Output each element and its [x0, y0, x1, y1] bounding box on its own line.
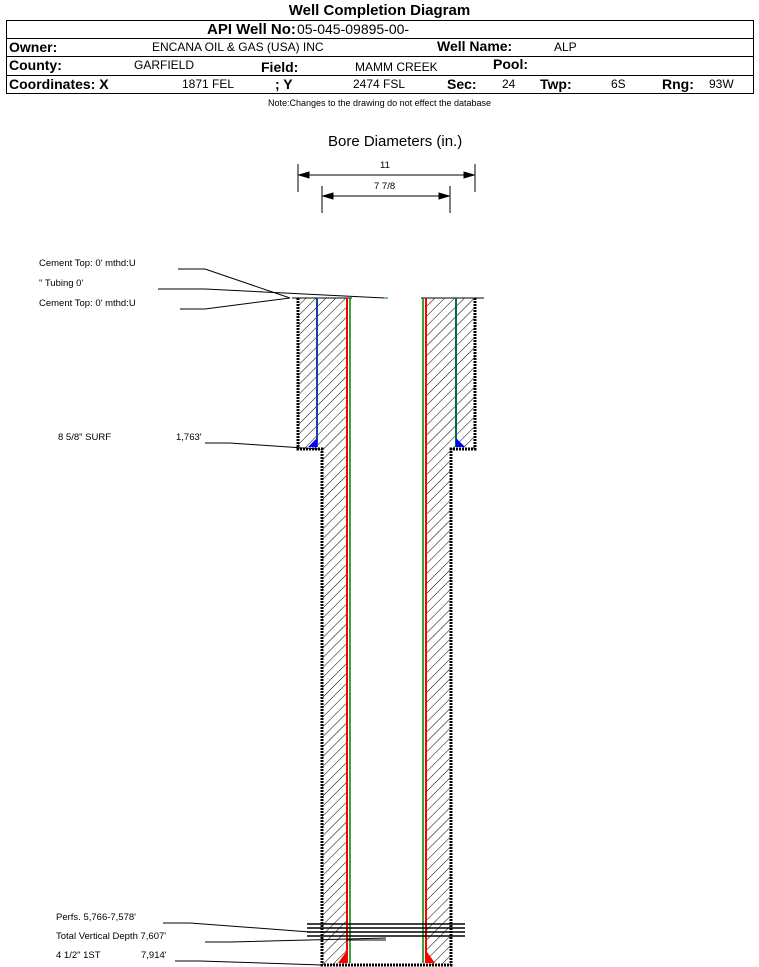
- prod-shoe-left: [338, 952, 346, 963]
- pool-label: Pool:: [493, 56, 528, 72]
- wellname-label: Well Name:: [437, 38, 513, 54]
- rng-value: 93W: [709, 77, 734, 91]
- coordy-label: ; Y: [275, 76, 293, 92]
- well-header-table: API Well No: 05-045-09895-00- Owner: ENC…: [6, 20, 754, 94]
- twp-value: 6S: [611, 77, 626, 91]
- county-label: County:: [9, 57, 62, 73]
- cement-top-label-2: Cement Top: 0' mthd:U: [39, 298, 136, 309]
- perfs-label: Perfs. 5,766-7,578': [56, 912, 136, 923]
- api-value: 05-045-09895-00-: [297, 21, 410, 37]
- sec-label: Sec:: [447, 76, 477, 92]
- rng-label: Rng:: [662, 76, 694, 92]
- tvd-label: Total Vertical Depth 7,607': [56, 931, 167, 942]
- coordx-label: Coordinates: X: [9, 76, 109, 92]
- county-value: GARFIELD: [134, 58, 195, 72]
- note-text: Note:Changes to the drawing do not effec…: [268, 98, 491, 108]
- field-value: MAMM CREEK: [355, 60, 438, 74]
- owner-value: ENCANA OIL & GAS (USA) INC: [152, 40, 324, 54]
- coordx-value: 1871 FEL: [182, 77, 235, 91]
- bore-dimension-outer: [297, 164, 476, 192]
- coordy-value: 2474 FSL: [353, 77, 406, 91]
- diagram-title: Well Completion Diagram: [288, 2, 471, 19]
- wellname-value: ALP: [554, 40, 577, 54]
- prod-casing-label: 4 1/2" 1ST: [56, 950, 101, 961]
- perforations: [307, 923, 465, 937]
- cement-hatch: [298, 298, 475, 965]
- bore-inner-label: 7 7/8: [374, 181, 396, 192]
- surface-shoe-left: [308, 438, 317, 447]
- prod-casing-depth: 7,914': [141, 950, 167, 961]
- bore-dimension-inner: [321, 186, 451, 213]
- prod-shoe-right: [427, 952, 435, 963]
- sec-value: 24: [502, 77, 516, 91]
- surface-casing-depth: 1,763': [176, 432, 202, 443]
- bore-diameters-title: Bore Diameters (in.): [328, 133, 463, 150]
- bore-outer-label: 11: [380, 160, 390, 171]
- tubing-label: " Tubing 0': [39, 278, 84, 289]
- field-label: Field:: [261, 59, 299, 75]
- surface-shoe-right: [456, 438, 465, 447]
- cement-top-label-1: Cement Top: 0' mthd:U: [39, 258, 136, 269]
- api-label: API Well No:: [207, 21, 296, 38]
- borehole-outline: [296, 298, 477, 967]
- twp-label: Twp:: [540, 76, 572, 92]
- surface-casing-label: 8 5/8" SURF: [58, 432, 112, 443]
- owner-label: Owner:: [9, 39, 58, 55]
